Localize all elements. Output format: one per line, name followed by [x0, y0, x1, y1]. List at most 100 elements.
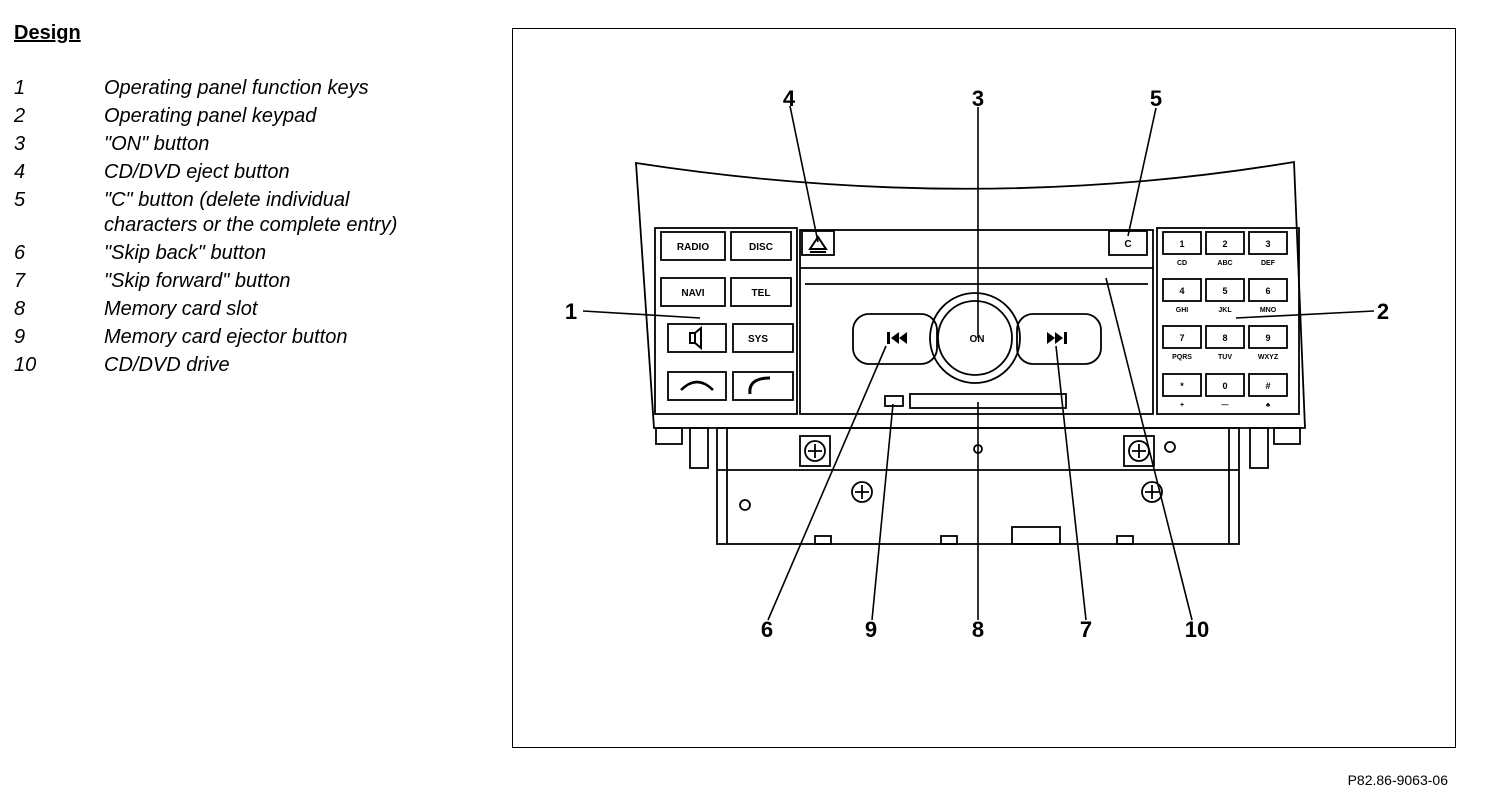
- legend-item: 6"Skip back" button: [14, 241, 494, 266]
- keypad-letters: DEF: [1261, 260, 1276, 267]
- keypad-letters: —: [1222, 402, 1229, 409]
- diagram-frame: [512, 28, 1456, 748]
- call-button[interactable]: [732, 371, 794, 401]
- radio-button-label: RADIO: [677, 242, 709, 253]
- on-button-label: ON: [970, 334, 985, 345]
- callout-2: 2: [1377, 299, 1389, 324]
- keypad-key-frame[interactable]: [1205, 325, 1245, 349]
- keypad-key-10[interactable]: *+: [1162, 373, 1202, 409]
- skip-back-icon: [887, 332, 907, 344]
- keypad-digit: 5: [1222, 286, 1227, 296]
- keypad: 1CD2ABC3DEF4GHI5JKL6MNO7PQRS8TUV9WXYZ*+0…: [1162, 231, 1288, 409]
- keypad-letters: TUV: [1218, 354, 1232, 361]
- disc-button-label: DISC: [749, 242, 773, 253]
- legend-text: "Skip forward" button: [104, 270, 291, 292]
- legend-item: 8 Memory card slot: [14, 297, 494, 322]
- keypad-letters: ♣: [1266, 402, 1271, 409]
- radio-button[interactable]: [660, 231, 726, 261]
- eject-button[interactable]: [801, 230, 835, 256]
- screw-icon: [851, 481, 873, 503]
- legend-number: 10: [14, 354, 37, 376]
- legend-number: 8: [14, 298, 26, 320]
- legend-text: CD/DVD eject button: [104, 161, 290, 183]
- eject-icon: [808, 235, 828, 253]
- callout-6: 6: [761, 617, 773, 642]
- callout-7: 7: [1080, 617, 1092, 642]
- memory-card-eject-button[interactable]: [884, 395, 904, 407]
- c-button-label: C: [1124, 239, 1131, 250]
- callout-10: 10: [1185, 617, 1209, 642]
- keypad-digit: 7: [1179, 333, 1184, 343]
- keypad-key-frame[interactable]: [1162, 373, 1202, 397]
- on-knob-outer: [929, 292, 1021, 384]
- leader-lines: [582, 105, 1375, 621]
- legend-item: 5"C" button (delete individual character…: [14, 188, 494, 238]
- keypad-key-12[interactable]: #♣: [1248, 373, 1288, 409]
- keypad-digit: 9: [1265, 333, 1270, 343]
- legend-number: 3: [14, 133, 26, 155]
- figure-reference: P82.86-9063-06: [1347, 772, 1448, 788]
- keypad-key-frame[interactable]: [1205, 231, 1245, 255]
- keypad-key-frame[interactable]: [1248, 231, 1288, 255]
- callout-5: 5: [1150, 86, 1162, 111]
- screw-icon: [1141, 481, 1163, 503]
- legend-item: 7 "Skip forward" button: [14, 269, 494, 294]
- bezel-outline: [635, 160, 1306, 429]
- keypad-letters: PQRS: [1172, 354, 1192, 361]
- keypad-key-1[interactable]: 1CD: [1162, 231, 1202, 267]
- legend-text: CD/DVD drive: [104, 354, 230, 376]
- keypad-digit: 3: [1265, 239, 1270, 249]
- keypad-key-frame[interactable]: [1248, 373, 1288, 397]
- legend-number: 7: [14, 270, 26, 292]
- keypad-letters: GHI: [1176, 307, 1189, 314]
- keypad-key-frame[interactable]: [1205, 278, 1245, 302]
- keypad-digit: *: [1180, 381, 1184, 391]
- keypad-digit: 4: [1179, 286, 1184, 296]
- keypad-digit: 2: [1222, 239, 1227, 249]
- legend-text: "ON" button: [104, 133, 210, 155]
- skip-back-button[interactable]: [852, 313, 938, 365]
- keypad-key-frame[interactable]: [1248, 278, 1288, 302]
- end-call-button[interactable]: [667, 371, 727, 401]
- disc-button[interactable]: [730, 231, 792, 261]
- callout-4: 4: [783, 86, 796, 111]
- keypad-letters: JKL: [1218, 307, 1232, 314]
- sys-button-label: SYS: [748, 334, 768, 345]
- c-button[interactable]: [1108, 230, 1148, 256]
- keypad-key-frame[interactable]: [1162, 325, 1202, 349]
- sys-button[interactable]: [732, 323, 794, 353]
- tel-button[interactable]: [730, 277, 792, 307]
- on-button[interactable]: [937, 300, 1013, 376]
- legend-item: 10 CD/DVD drive: [14, 353, 494, 378]
- skip-forward-button[interactable]: [1016, 313, 1102, 365]
- legend-number: 2: [14, 105, 26, 127]
- mute-button[interactable]: [667, 323, 727, 353]
- legend-number: 5: [14, 189, 26, 211]
- screw-icon: [799, 435, 831, 467]
- callout-1: 1: [565, 299, 577, 324]
- legend-text: Memory card slot: [104, 298, 258, 320]
- callout-3: 3: [972, 86, 984, 111]
- navi-button-label: NAVI: [681, 288, 704, 299]
- legend-text: Memory card ejector button: [104, 326, 348, 348]
- phone-icon: [748, 376, 771, 395]
- legend-text: "Skip back" button: [104, 242, 267, 264]
- keypad-key-frame[interactable]: [1205, 373, 1245, 397]
- keypad-key-frame[interactable]: [1162, 278, 1202, 302]
- callout-8: 8: [972, 617, 984, 642]
- keypad-key-11[interactable]: 0—: [1205, 373, 1245, 409]
- keypad-key-frame[interactable]: [1248, 325, 1288, 349]
- keypad-key-frame[interactable]: [1162, 231, 1202, 255]
- navi-button[interactable]: [660, 277, 726, 307]
